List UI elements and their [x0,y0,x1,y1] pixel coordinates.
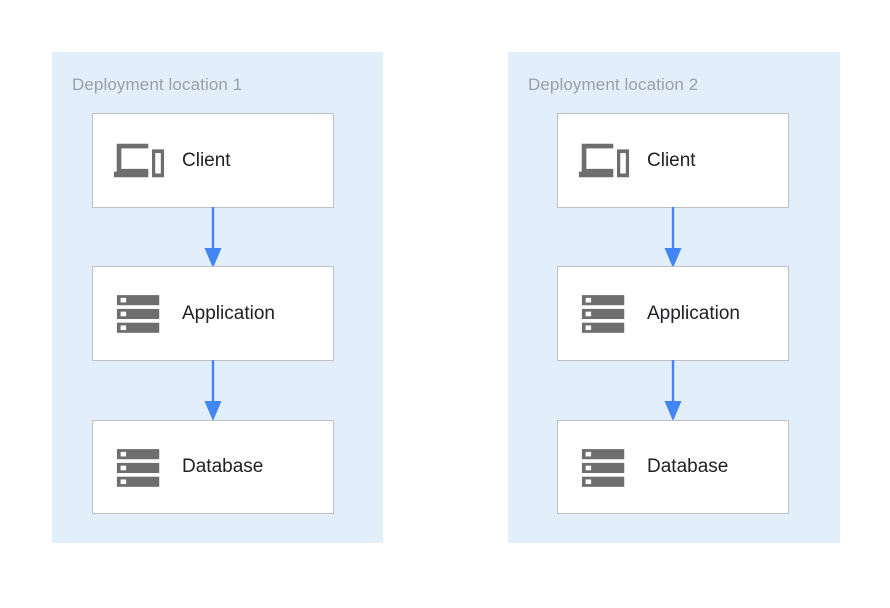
deployment-location-1-title: Deployment location 1 [72,75,243,94]
server-icon [110,291,168,337]
server-icon [575,291,633,337]
node-client-2-label: Client [647,149,696,171]
server-icon [575,444,633,490]
node-client-2[interactable]: Client [557,113,789,208]
arrow-app-2-to-database-2 [662,360,684,422]
deployment-location-2-title: Deployment location 2 [528,75,699,94]
server-icon [110,444,168,490]
node-application-2[interactable]: Application [557,266,789,361]
devices-icon [110,138,168,184]
node-database-1[interactable]: Database [92,420,334,514]
node-application-1[interactable]: Application [92,266,334,361]
node-client-1[interactable]: Client [92,113,334,208]
node-client-1-label: Client [182,149,231,171]
node-database-2[interactable]: Database [557,420,789,514]
arrow-client-2-to-app-2 [662,207,684,269]
node-application-1-label: Application [182,302,275,324]
arrow-client-1-to-app-1 [202,207,224,269]
node-database-2-label: Database [647,456,729,477]
node-application-2-label: Application [647,302,740,324]
arrow-app-1-to-database-1 [202,360,224,422]
node-database-1-label: Database [182,456,264,477]
devices-icon [575,138,633,184]
